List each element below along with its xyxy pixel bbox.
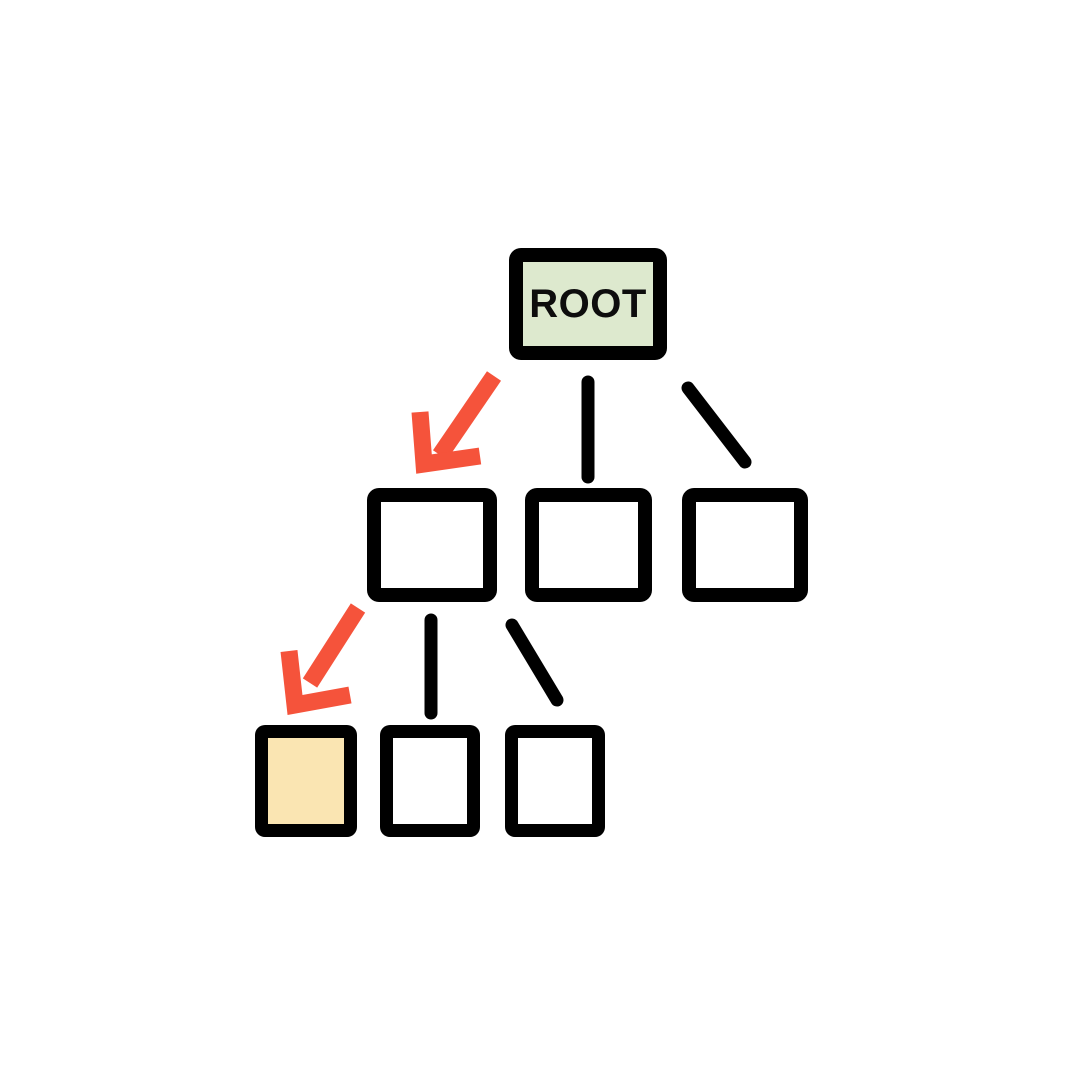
level1-child3-node (682, 488, 808, 602)
arrow-2-head (280, 650, 352, 715)
traversal-arrow-2-icon (280, 603, 366, 715)
level2-child3-node (505, 725, 605, 837)
root-node-label: ROOT (529, 282, 647, 326)
level2-child2-node (380, 725, 480, 837)
arrow-1-head (411, 411, 482, 474)
arrow-1-shaft (432, 371, 502, 460)
edge-left-child-to-right-leaf (505, 618, 564, 707)
edge-root-to-right-child (681, 381, 752, 469)
level1-child2-node (525, 488, 652, 602)
level1-child1-node (367, 488, 497, 602)
level2-child1-node-highlighted (255, 725, 357, 837)
root-node: ROOT (509, 248, 667, 360)
traversal-arrow-1-icon (411, 371, 502, 474)
arrow-2-shaft (302, 603, 366, 688)
